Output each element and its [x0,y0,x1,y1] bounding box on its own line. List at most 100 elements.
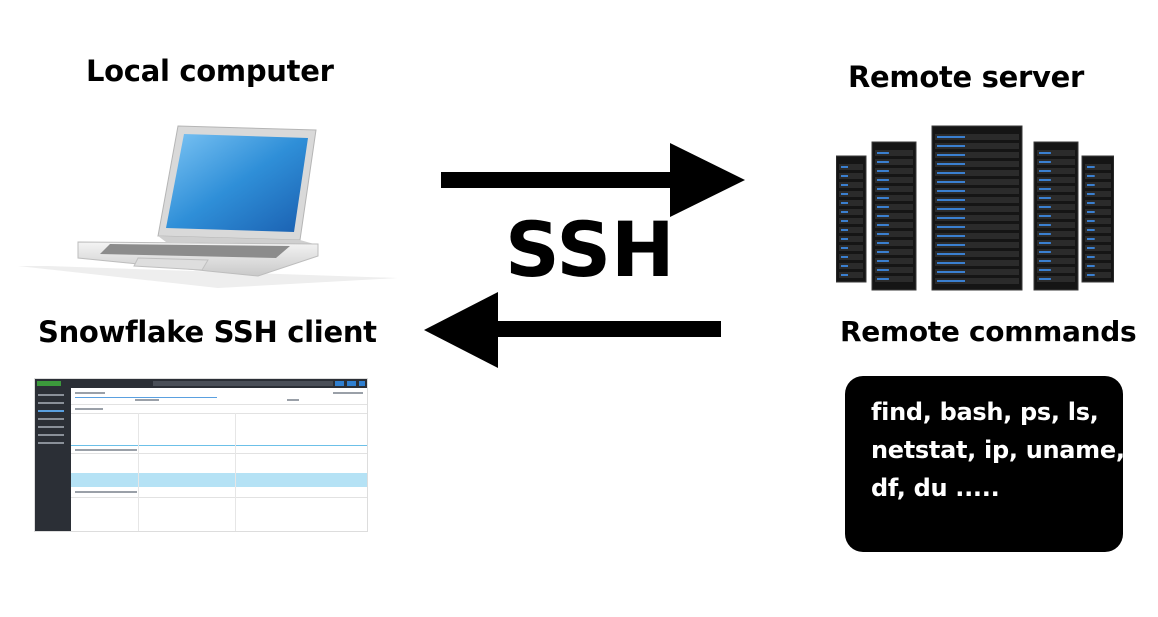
server-light [1039,260,1051,262]
server-light [841,265,848,267]
client-topbar [35,379,367,388]
server-unit [839,209,863,215]
server-unit [875,159,913,165]
server-light [877,242,889,244]
server-unit [875,168,913,174]
client-toolbar-button [335,381,344,386]
command-line-3: df, du ..... [871,474,1000,502]
server-light [877,251,889,253]
server-light [1039,197,1051,199]
server-unit [935,215,1019,221]
client-column-divider [138,413,139,531]
ssh-client-title: Snowflake SSH client [38,315,377,349]
server-unit [875,276,913,282]
server-light [937,199,965,201]
server-light [1087,247,1095,249]
client-tab-underline [75,397,217,398]
server-light [877,197,889,199]
client-divider [71,453,367,454]
client-text-stub [135,399,159,401]
client-text-stub [75,491,137,493]
server-light [1087,175,1095,177]
client-divider [71,404,367,405]
server-unit [1037,168,1075,174]
server-unit [1085,209,1111,215]
server-light [1087,211,1095,213]
local-computer-title: Local computer [86,54,334,88]
client-toolbar-button [347,381,356,386]
server-unit [935,269,1019,275]
server-light [841,184,848,186]
server-unit [839,227,863,233]
server-light [877,233,889,235]
server-light [937,271,965,273]
server-unit [875,195,913,201]
server-unit [935,152,1019,158]
server-unit [935,251,1019,257]
server-unit [1085,272,1111,278]
server-unit [1037,276,1075,282]
server-light [1039,233,1051,235]
server-unit [935,188,1019,194]
server-unit [1085,200,1111,206]
server-light [1087,202,1095,204]
server-light [841,166,848,168]
client-address-bar [153,381,333,386]
server-unit [935,233,1019,239]
server-light [1039,188,1051,190]
server-unit [839,200,863,206]
server-unit [1085,182,1111,188]
server-unit [935,278,1019,284]
server-light [877,161,889,163]
server-light [841,274,848,276]
server-unit [1085,173,1111,179]
ssh-client-screenshot [34,378,368,532]
server-light [841,229,848,231]
server-unit [1085,191,1111,197]
server-unit [935,143,1019,149]
remote-commands-title: Remote commands [840,315,1137,348]
server-unit [1037,222,1075,228]
client-text-stub [333,392,363,394]
server-light [841,220,848,222]
client-progress-line [71,445,367,446]
ssh-label: SSH [505,205,675,294]
server-light [1087,193,1095,195]
server-light [1039,179,1051,181]
client-sidebar-item [38,434,64,436]
server-unit [875,213,913,219]
server-unit [875,150,913,156]
client-sidebar-item [38,442,64,444]
server-unit [875,258,913,264]
server-light [937,145,965,147]
server-light [1039,242,1051,244]
server-unit [935,134,1019,140]
command-line-2: netstat, ip, uname, [871,436,1125,464]
server-light [1039,152,1051,154]
server-light [1039,224,1051,226]
server-light [841,238,848,240]
server-unit [1085,254,1111,260]
server-light [877,179,889,181]
server-unit [1037,150,1075,156]
arrow-left-icon [424,292,721,368]
client-divider [71,497,367,498]
server-light [937,172,965,174]
client-sidebar-item [38,426,64,428]
server-light [1039,161,1051,163]
server-light [937,280,965,282]
server-unit [1085,218,1111,224]
server-unit [875,222,913,228]
server-light [877,188,889,190]
server-unit [839,191,863,197]
server-unit [875,231,913,237]
client-sidebar-item [38,394,64,396]
client-toolbar-button [359,381,365,386]
server-light [1039,269,1051,271]
server-light [937,208,965,210]
server-unit [1037,177,1075,183]
client-new-button [37,381,61,386]
server-light [937,136,965,138]
server-unit [875,186,913,192]
server-unit [1037,267,1075,273]
